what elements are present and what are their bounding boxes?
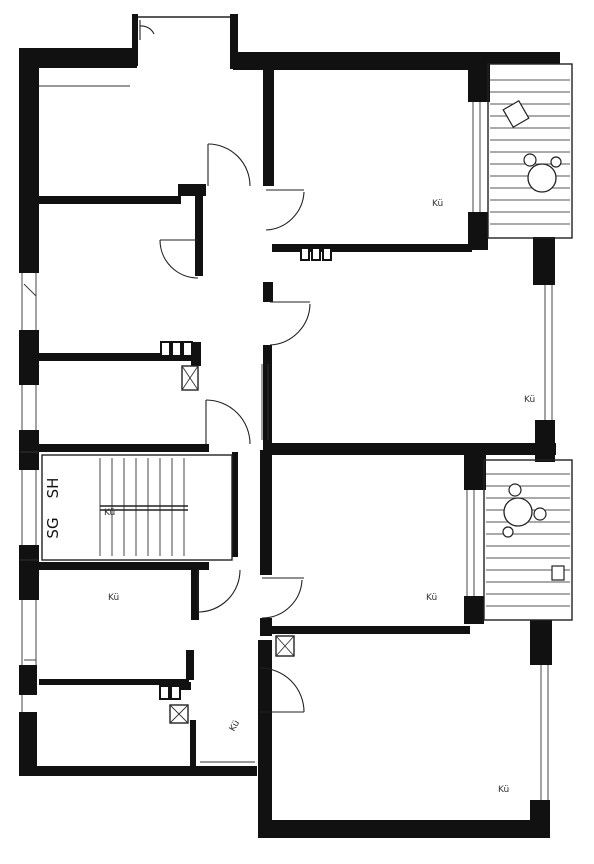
shaft-icon (275, 635, 295, 657)
door-swing-icon (205, 399, 251, 445)
chimney-flue-icon (160, 341, 193, 357)
table-chairs-icon (502, 483, 565, 581)
stair-label-sh: SH (44, 478, 62, 499)
door-swing-icon (207, 143, 251, 187)
corridor-details (20, 283, 269, 763)
room-annotation: Kü (524, 395, 535, 405)
door-swing-icon (197, 569, 241, 613)
chimney-flue-icon (300, 247, 332, 261)
door-swing-icon (259, 667, 305, 713)
stair-treads (99, 458, 185, 556)
room-annotation: Kü (426, 593, 437, 603)
staircase: SH SG (41, 454, 233, 561)
room-annotation: Kü (228, 719, 242, 734)
room-annotation: Kü (498, 785, 509, 795)
door-swing-icon (269, 301, 311, 346)
balcony-upper (487, 63, 573, 239)
room-annotations: Kü Kü Kü Kü Kü Kü Kü (104, 199, 535, 795)
door-swing-icon (261, 577, 304, 619)
interior-walls (39, 66, 556, 770)
shaft-icon (181, 365, 199, 391)
shaft-icon (169, 704, 189, 724)
balcony-hatch-lower (486, 473, 570, 607)
door-swing-icon (159, 239, 199, 279)
exterior-walls (19, 14, 560, 838)
room-annotation: Kü (104, 508, 115, 518)
room-annotation: Kü (432, 199, 443, 209)
door-swing-icon (265, 189, 305, 231)
door-swing-icon (139, 20, 155, 40)
table-chairs-icon (502, 100, 562, 193)
balcony-hatch-upper (490, 79, 570, 225)
stair-label-sg: SG (44, 517, 62, 538)
chimney-flue-icon (159, 685, 181, 700)
doors (139, 20, 311, 713)
windows (21, 85, 553, 800)
balcony-lower (483, 459, 573, 621)
room-annotation: Kü (108, 593, 119, 603)
